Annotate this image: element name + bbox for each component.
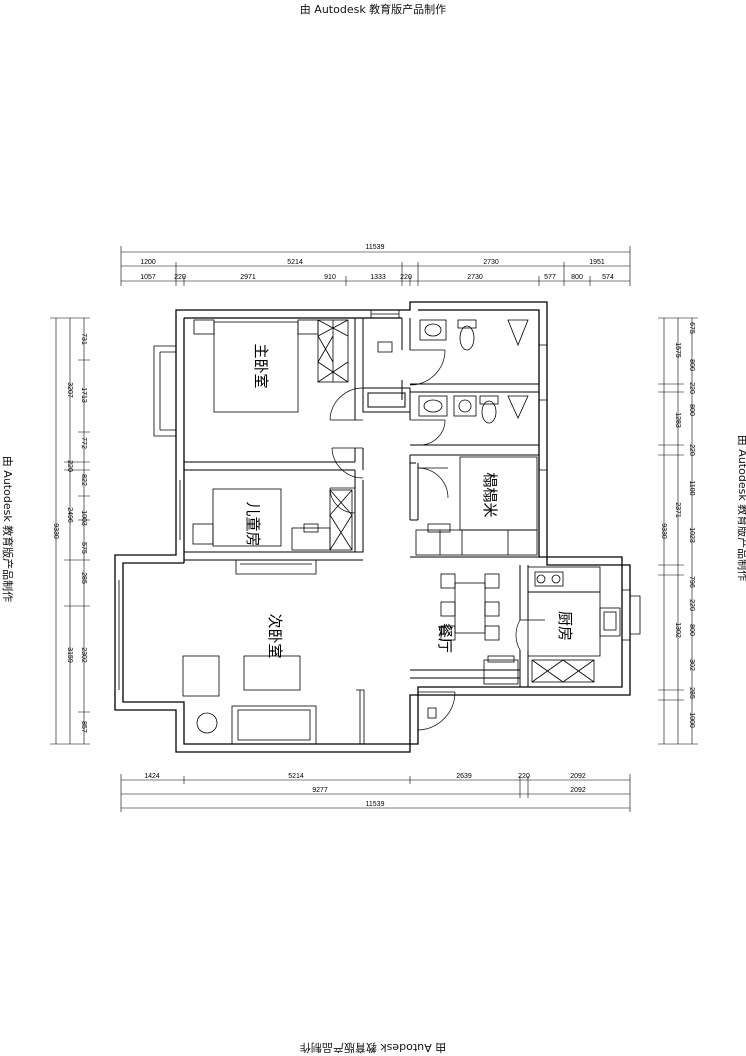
dim-right-row3: 1000: [688, 712, 695, 728]
dim-bottom-row2: 2092: [570, 787, 586, 794]
dim-top-row3: 800: [571, 274, 583, 281]
dim-right-row3: 800: [688, 624, 695, 636]
label-master-bedroom: 主卧室: [252, 343, 270, 388]
dim-right-row3: 220: [688, 599, 695, 611]
dim-top-row2: 1951: [589, 259, 605, 266]
outer-walls: [114, 301, 631, 753]
dim-bottom-row1: 5214: [288, 773, 304, 780]
dim-bottom-row1: 1424: [144, 773, 160, 780]
furniture: [182, 319, 621, 745]
dim-left-row3: 1713: [80, 387, 87, 403]
dim-top-row2: 1200: [140, 259, 156, 266]
dim-right-row3: 796: [688, 576, 695, 588]
dim-right-row3: 800: [688, 359, 695, 371]
dim-right-row2: 1283: [674, 412, 681, 428]
dim-top-row3: 2730: [467, 274, 483, 281]
dim-top-row3: 910: [324, 274, 336, 281]
dim-right-row2: 1575: [674, 342, 681, 358]
dimension-lines: [50, 246, 698, 812]
dim-right-row3: 675: [688, 322, 695, 334]
dim-bottom-row1: 2639: [456, 773, 472, 780]
dim-top-row3: 220: [174, 274, 186, 281]
dim-top-row2: 5214: [287, 259, 303, 266]
label-dining: 餐厅: [436, 623, 454, 653]
dim-bottom-row1: 220: [518, 773, 530, 780]
dim-right-row3: 1100: [688, 480, 695, 495]
dim-top-row3: 1057: [140, 274, 156, 281]
dim-right-row2: 2371: [674, 502, 681, 518]
dim-top-row3: 574: [602, 274, 614, 281]
dim-left-row3: 772: [80, 437, 87, 449]
dim-top-row3: 577: [544, 274, 556, 281]
dim-left-total: 9330: [52, 523, 59, 539]
interior-walls: [184, 318, 539, 687]
dim-bottom-row2: 9277: [312, 787, 328, 794]
dimension-text: 11539 1200 5214 2730 1951 1057 220 2971 910 1333 2…: [52, 244, 695, 808]
label-second-bedroom: 次卧室: [266, 613, 284, 658]
label-kids-room: 儿童房: [244, 501, 262, 546]
dim-left-row3: 1003: [80, 510, 87, 526]
dim-left-row2: 220: [66, 460, 73, 472]
dim-top-row2: 2730: [483, 259, 499, 266]
dim-bottom-total: 11539: [366, 801, 385, 808]
dim-right-row3: 1023: [688, 527, 695, 543]
dim-left-row3: 857: [80, 721, 87, 733]
dim-top-row3: 1333: [370, 274, 386, 281]
dim-right-total: 9330: [660, 523, 667, 539]
dim-left-row2: 2496: [66, 507, 73, 523]
dim-top-row3: 2971: [240, 274, 256, 281]
dim-bottom-row1: 2092: [570, 773, 586, 780]
label-kitchen: 厨房: [556, 611, 574, 641]
dim-left-row3: 285: [80, 572, 87, 584]
watermark-top: 由 Autodesk 教育版产品制作: [299, 3, 447, 16]
dim-left-row2: 3207: [66, 382, 73, 398]
dim-right-row3: 220: [688, 444, 695, 456]
label-tatami: 榻榻米: [481, 472, 499, 517]
dim-top-total: 11539: [366, 244, 385, 251]
dim-right-row3: 302: [688, 659, 695, 671]
dim-left-row3: 2302: [80, 647, 87, 663]
dim-right-row2: 1302: [674, 622, 681, 638]
dim-top-row3: 220: [400, 274, 412, 281]
windows: [114, 310, 641, 744]
dim-right-row3: 800: [688, 404, 695, 416]
dim-right-row3: 285: [688, 687, 695, 699]
dim-left-row3: 731: [80, 333, 87, 345]
dim-left-row2: 3159: [66, 647, 73, 663]
dim-right-row3: 220: [688, 382, 695, 394]
room-labels: 主卧室 儿童房 次卧室 榻榻米 餐厅 厨房: [244, 343, 574, 658]
dim-left-row3: 822: [80, 474, 87, 486]
dim-left-row3: 575: [80, 542, 87, 554]
